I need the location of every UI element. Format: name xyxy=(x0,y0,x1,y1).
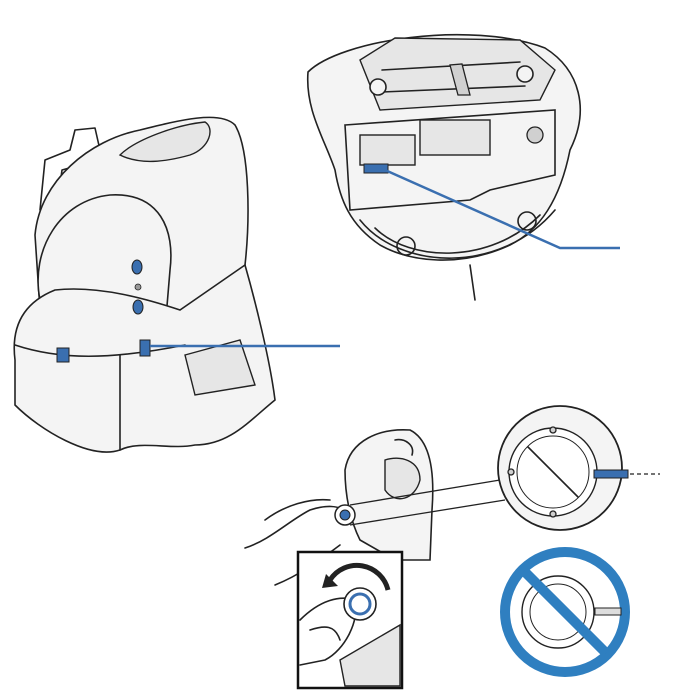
top-button-icon xyxy=(131,259,143,275)
turning-inset xyxy=(296,550,404,690)
callout-b-leader xyxy=(384,168,620,250)
bottom-button-icon xyxy=(132,299,144,315)
switch-2-icon xyxy=(139,339,151,357)
switch-b-icon xyxy=(363,163,389,174)
underside-view-illustration xyxy=(306,33,581,301)
correct-dial-magnified xyxy=(497,405,629,531)
prohibited-slash-icon xyxy=(520,567,610,657)
dial-device-illustration xyxy=(244,429,434,586)
indicator-tab-icon xyxy=(593,469,629,479)
base-unit-illustration xyxy=(13,116,276,453)
rotate-arrow-icon xyxy=(327,562,391,591)
incorrect-dial-forbidden xyxy=(500,547,630,677)
left-switch-icon xyxy=(56,347,70,363)
